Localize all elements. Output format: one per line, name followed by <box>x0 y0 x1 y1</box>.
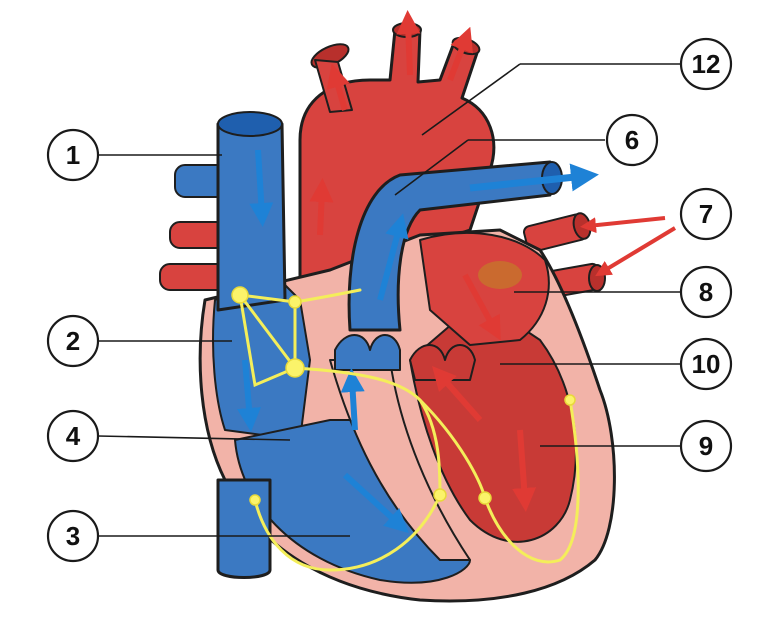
av-node-icon <box>285 358 305 378</box>
pulmonary-inflow-arrows <box>580 216 677 277</box>
node-icon <box>288 295 302 309</box>
callout-label-2: 2 <box>46 314 100 368</box>
node-icon <box>433 488 447 502</box>
node-icon <box>249 494 261 506</box>
leader-lines <box>97 63 680 537</box>
sa-node-icon <box>231 286 249 304</box>
label-8-text: 8 <box>699 277 713 307</box>
callout-label-10: 10 <box>679 337 733 391</box>
callout-label-9: 9 <box>679 419 733 473</box>
label-12-text: 12 <box>692 49 721 79</box>
label-3-text: 3 <box>66 521 80 551</box>
callout-label-6: 6 <box>605 113 659 167</box>
pulmonary-artery <box>347 160 599 332</box>
label-10-text: 10 <box>692 349 721 379</box>
node-icon <box>564 394 576 406</box>
callout-label-1: 1 <box>46 128 100 182</box>
label-6-text: 6 <box>625 125 639 155</box>
callout-label-12: 12 <box>679 37 733 91</box>
label-7-text: 7 <box>699 199 713 229</box>
label-4-text: 4 <box>66 421 81 451</box>
callout-label-4: 4 <box>46 409 100 463</box>
node-icon <box>478 491 492 505</box>
label-1-text: 1 <box>66 140 80 170</box>
callout-label-3: 3 <box>46 509 100 563</box>
flow-arrows <box>237 273 537 534</box>
label-2-text: 2 <box>66 326 80 356</box>
callout-label-8: 8 <box>679 265 733 319</box>
label-9-text: 9 <box>699 431 713 461</box>
valves <box>334 334 476 381</box>
callout-label-7: 7 <box>679 187 733 241</box>
heart-body <box>198 228 616 603</box>
